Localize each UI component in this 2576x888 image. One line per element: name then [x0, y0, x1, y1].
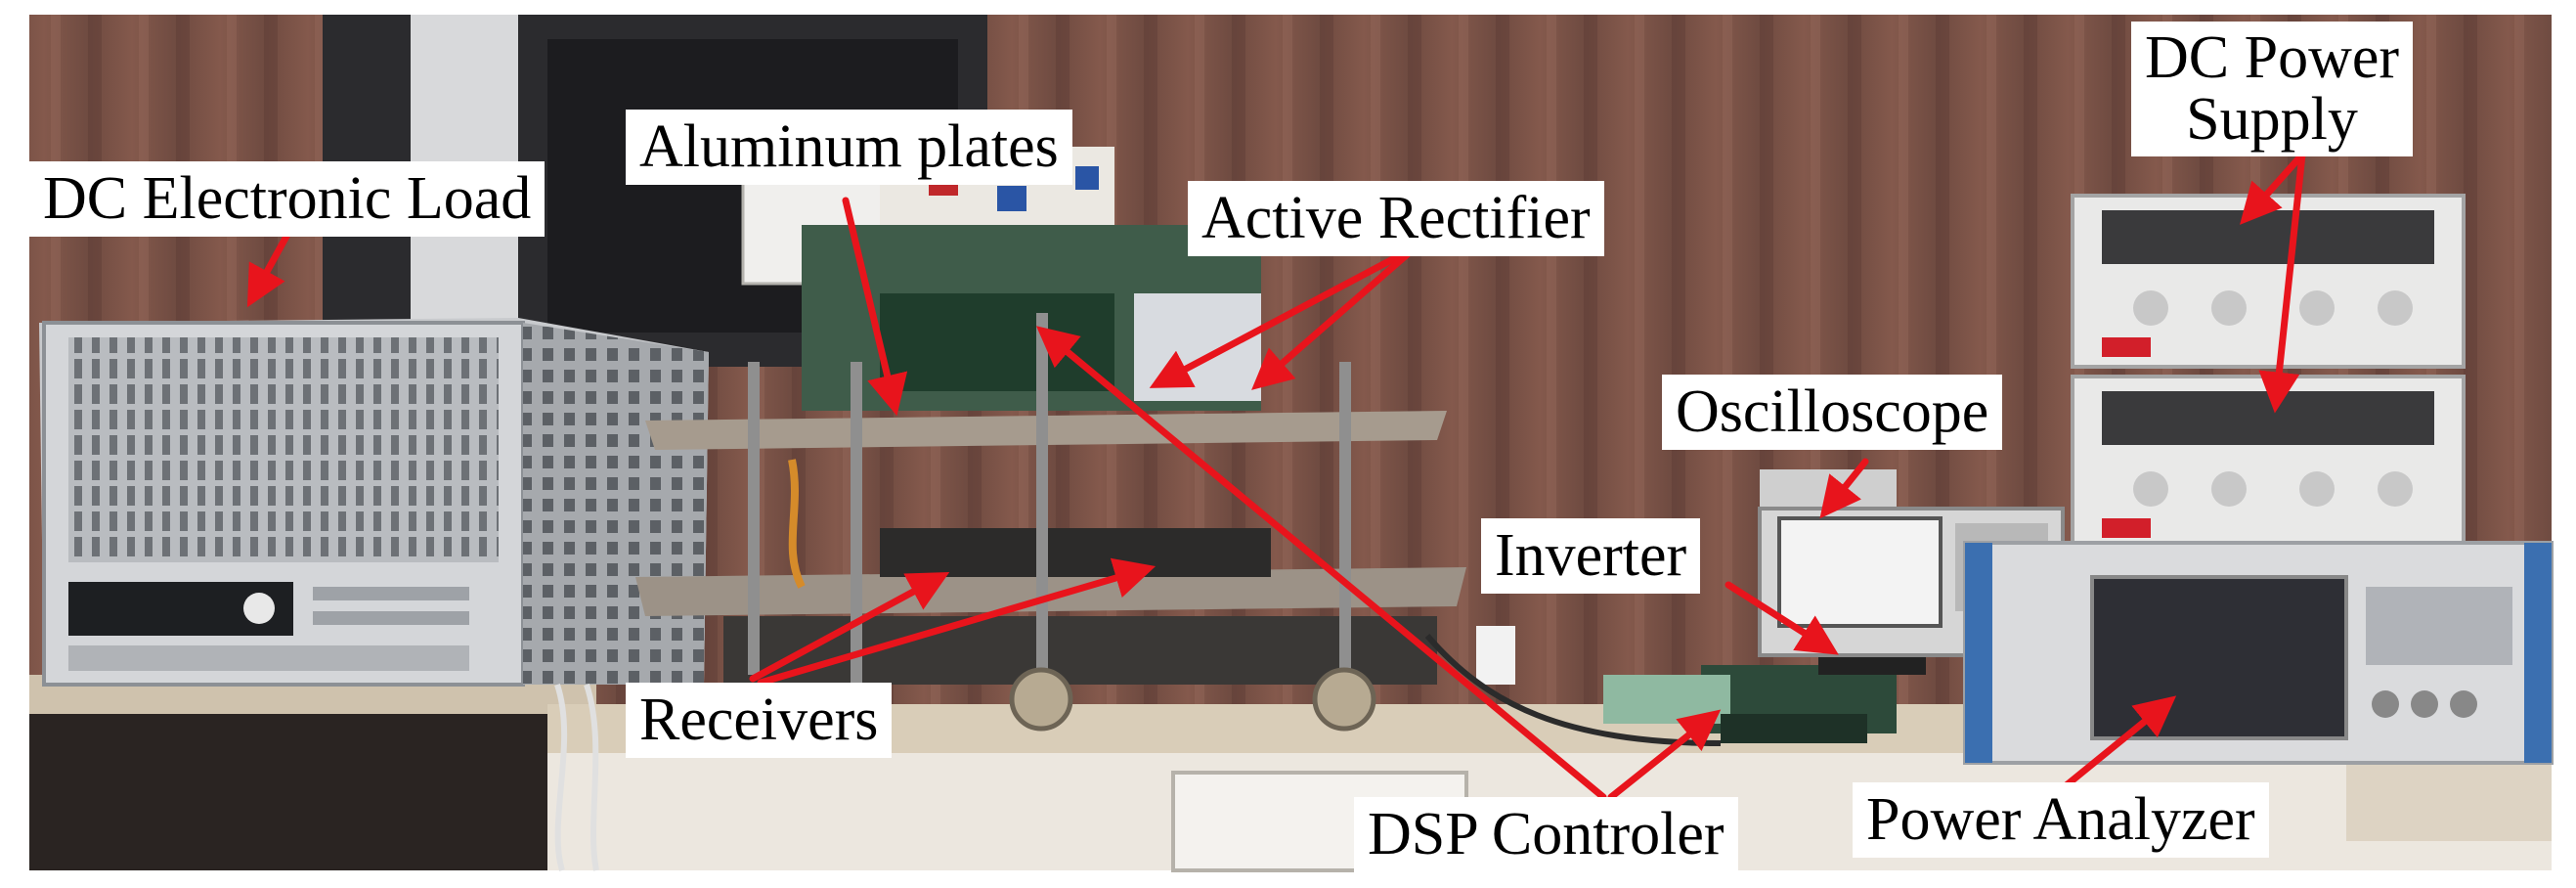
label-dc-power-supply-line1: DC Power — [2145, 24, 2400, 91]
power-analyzer-unit — [1963, 541, 2554, 765]
label-dsp-controler: DSP Controler — [1354, 797, 1738, 873]
label-dc-power-supply: DC Power Supply — [2131, 22, 2414, 157]
label-inverter: Inverter — [1481, 518, 1701, 595]
label-dc-electronic-load: DC Electronic Load — [29, 161, 546, 238]
dc-power-supply-units — [2071, 194, 2466, 550]
label-active-rectifier: Active Rectifier — [1188, 181, 1604, 257]
dc-electronic-load-unit — [39, 318, 709, 687]
label-power-analyzer: Power Analyzer — [1853, 782, 2269, 859]
label-oscilloscope: Oscilloscope — [1662, 375, 2003, 451]
label-dc-power-supply-line2: Supply — [2186, 86, 2358, 154]
right-side-table — [2346, 753, 2552, 841]
label-aluminum-plates: Aluminum plates — [626, 110, 1072, 186]
label-receivers: Receivers — [626, 683, 893, 759]
